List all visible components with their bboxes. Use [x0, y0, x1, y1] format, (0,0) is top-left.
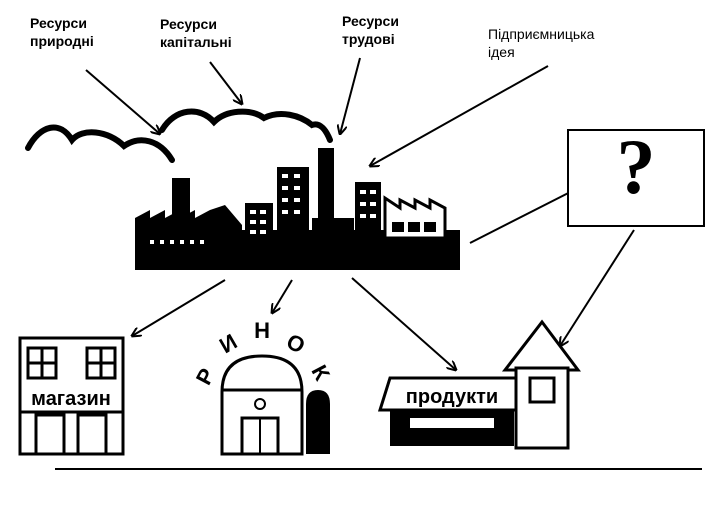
factory-complex — [135, 148, 460, 270]
label-natural-resources: Ресурси природні — [30, 15, 94, 49]
label-capital-resources: Ресурси капітальні — [160, 16, 232, 50]
arrow-to-products — [351, 277, 456, 370]
market-building — [220, 354, 330, 456]
arrow-to-shop — [132, 279, 226, 336]
label-labor-resources: Ресурси трудові — [342, 13, 399, 47]
smoke-cloud-left — [25, 124, 175, 163]
arrow-to-market — [272, 279, 293, 313]
arrow-natural — [85, 69, 160, 134]
shop-building — [18, 336, 125, 456]
question-box — [567, 129, 705, 227]
smoke-cloud-right — [159, 108, 333, 143]
market-letter-2: И — [215, 329, 241, 359]
shop-sign: магазин — [31, 388, 111, 410]
products-store — [377, 376, 522, 446]
market-sign: Р И Н О К — [191, 318, 335, 389]
arrow-capital — [209, 61, 242, 104]
products-sign: продукти — [406, 386, 498, 408]
arrow-question-to-house — [560, 229, 635, 346]
market-letter-5: К — [306, 361, 335, 385]
market-letter-4: О — [282, 328, 309, 358]
label-business-idea: Підприємницька ідея — [488, 26, 595, 60]
market-letter-1: Р — [191, 364, 220, 389]
arrow-labor — [340, 57, 361, 134]
arrow-idea — [370, 65, 549, 166]
house — [501, 319, 581, 450]
question-mark: ? — [617, 123, 656, 210]
market-letter-3: Н — [254, 318, 270, 343]
